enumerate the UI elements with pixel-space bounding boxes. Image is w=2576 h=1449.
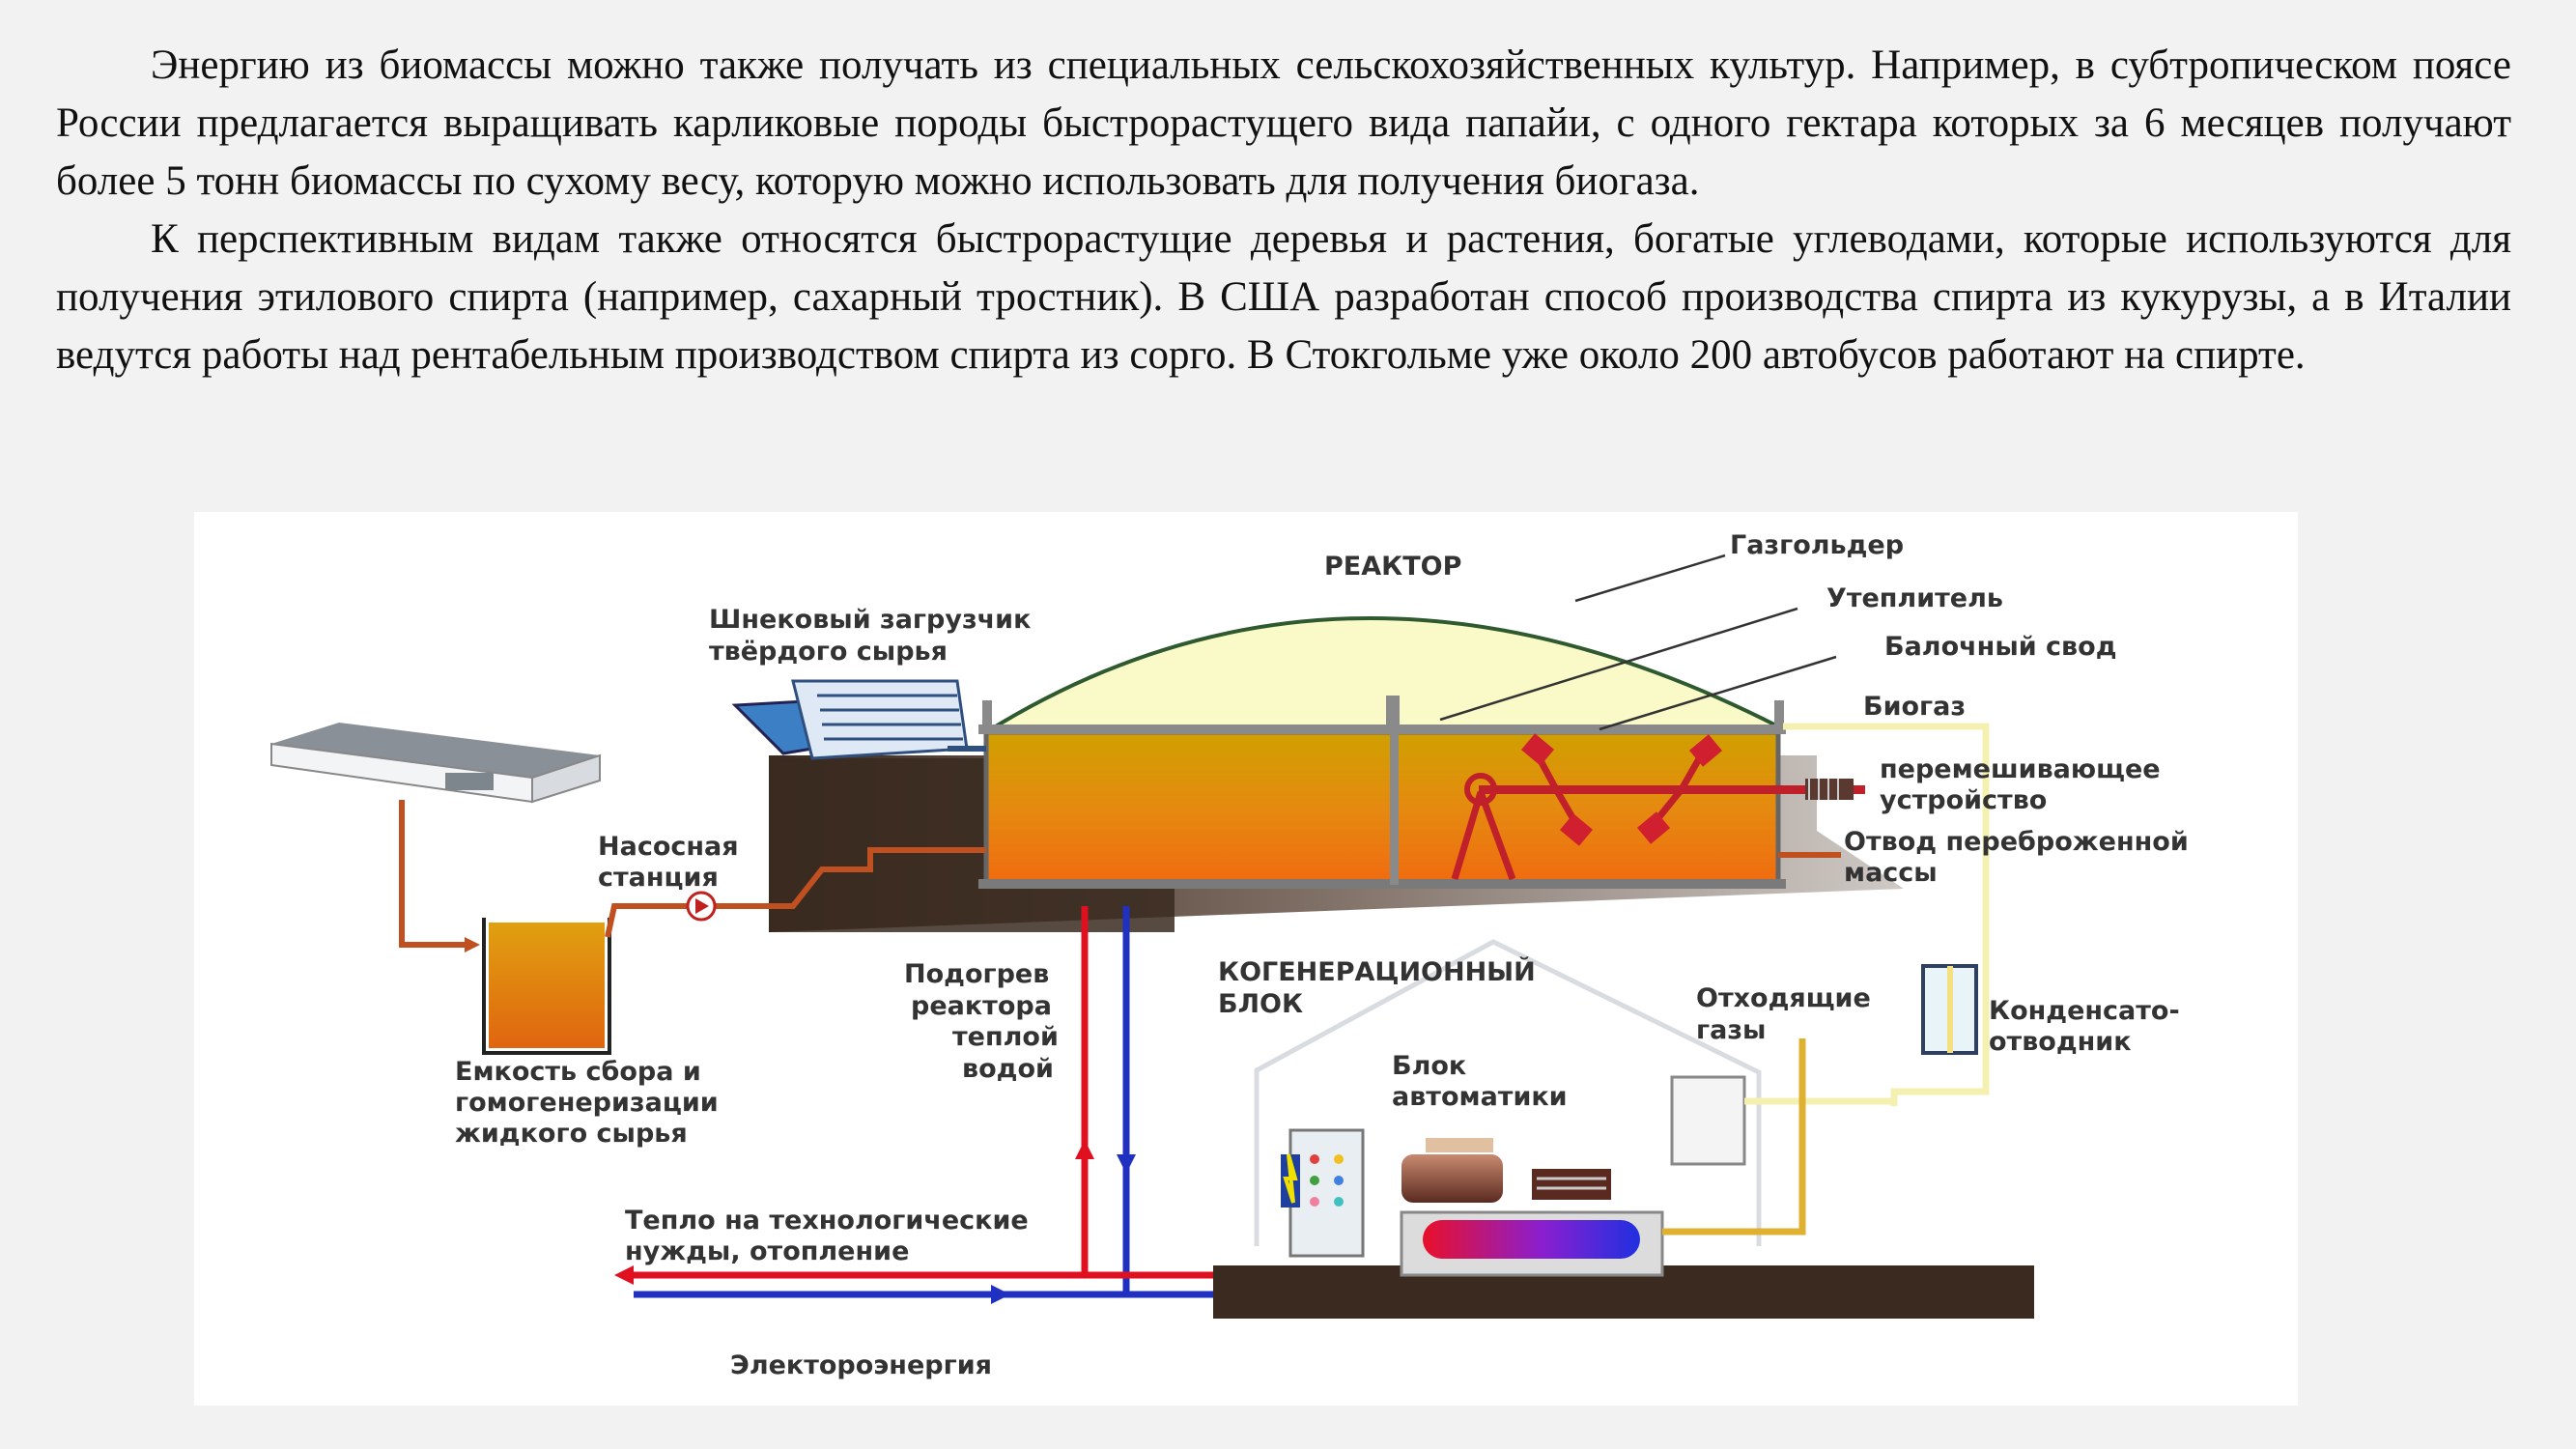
label-mixer-2: устройство [1880, 785, 2047, 815]
label-gasholder: Газгольдер [1730, 530, 1904, 560]
biogas-plant-diagram: РЕАКТОР Газгольдер Утеплитель Балочный с… [194, 512, 2298, 1406]
collection-tank [482, 918, 611, 1055]
label-exhaust-1: Отходящие [1696, 983, 1871, 1013]
label-tank-3: жидкого сырья [455, 1119, 688, 1149]
label-outlet-1: Отвод переброженной [1844, 827, 2189, 857]
label-tank-1: Емкость сбора и [455, 1057, 701, 1087]
label-outlet-2: массы [1844, 858, 1938, 888]
label-biogas: Биогаз [1863, 692, 1966, 722]
label-beam-vault: Балочный свод [1884, 632, 2117, 662]
label-insulation: Утеплитель [1826, 583, 2003, 613]
label-heating-2: реактора [911, 991, 1052, 1021]
label-reactor: РЕАКТОР [1324, 552, 1461, 582]
paragraph-2: К перспективным видам также относятся бы… [56, 216, 2511, 378]
reactor-tank [978, 696, 1786, 889]
exhaust-pipe [1662, 1038, 1806, 1236]
paragraph-1: Энергию из биомассы можно также получать… [56, 43, 2511, 204]
leader-lines [1439, 554, 1837, 731]
label-condensate-2: отводник [1989, 1027, 2132, 1057]
biogas-pipe [1744, 723, 1990, 1106]
farm-building [270, 723, 601, 804]
label-mixer-1: перемешивающее [1880, 754, 2161, 784]
label-automation-1: Блок [1392, 1051, 1466, 1081]
label-heating-3: теплой [952, 1022, 1059, 1052]
label-process-heat-2: нужды, отопление [625, 1236, 909, 1266]
cogeneration-block [1213, 939, 2034, 1319]
label-screw-loader-1: Шнековый загрузчик [709, 605, 1031, 635]
label-screw-loader-2: твёрдого сырья [709, 637, 948, 667]
text-block: Энергию из биомассы можно также получать… [56, 37, 2511, 384]
label-pump-2: станция [598, 863, 719, 893]
raw-feed-pipe [399, 800, 465, 948]
pump-station [605, 847, 986, 938]
label-cogen-1: КОГЕНЕРАЦИОННЫЙ [1218, 956, 1536, 987]
label-condensate-1: Конденсато- [1989, 996, 2180, 1026]
mixer [1451, 733, 1865, 881]
label-electricity: Электороэнергия [730, 1350, 992, 1380]
label-automation-2: автоматики [1392, 1082, 1568, 1112]
label-exhaust-2: газы [1696, 1015, 1766, 1045]
condensate-trap [1921, 964, 1978, 1055]
label-process-heat-1: Тепло на технологические [625, 1206, 1029, 1236]
gasholder-dome [984, 616, 1779, 734]
label-heating-4: водой [962, 1054, 1054, 1084]
label-pump-1: Насосная [598, 832, 739, 862]
label-heating-1: Подогрев [904, 959, 1049, 989]
screw-loader [731, 679, 986, 760]
label-cogen-2: БЛОК [1218, 989, 1303, 1019]
label-tank-2: гомогенеризации [455, 1088, 719, 1118]
